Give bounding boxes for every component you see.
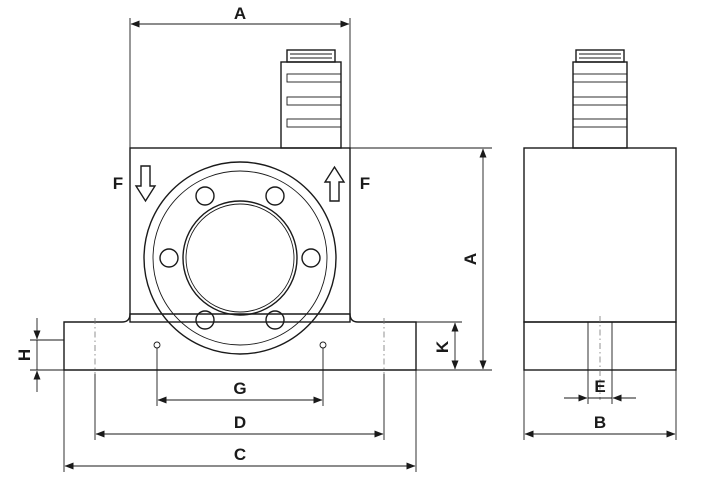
flange-ring xyxy=(143,161,337,355)
bolt-hole xyxy=(265,186,285,206)
flow-down-arrow-icon xyxy=(134,165,157,203)
label-a-side: A xyxy=(461,253,480,265)
label-b: B xyxy=(594,413,606,432)
air-fitting-side xyxy=(572,49,628,149)
label-a-top: A xyxy=(234,4,246,23)
base-mark xyxy=(319,341,327,349)
bolt-hole xyxy=(195,310,215,330)
label-f-left: F xyxy=(113,174,123,193)
air-fitting xyxy=(280,49,342,149)
fitting-top-cap xyxy=(286,49,336,63)
label-k: K xyxy=(433,340,452,353)
bolt-hole xyxy=(159,248,179,268)
side-view: E B xyxy=(523,49,677,440)
fitting-band xyxy=(572,118,628,128)
central-bore xyxy=(182,200,298,316)
label-c: C xyxy=(234,445,246,464)
label-f-right: F xyxy=(360,174,370,193)
fitting-band xyxy=(286,73,342,83)
fitting-band xyxy=(286,96,342,106)
housing-body-side xyxy=(523,147,677,323)
housing-body xyxy=(129,147,351,323)
label-h: H xyxy=(15,349,34,361)
fitting-band xyxy=(572,96,628,106)
label-e: E xyxy=(594,377,605,396)
front-view: A A K H F F G D C xyxy=(15,4,492,472)
flow-up-arrow-icon xyxy=(323,165,346,202)
bolt-hole xyxy=(195,186,215,206)
fitting-band xyxy=(286,118,342,128)
fitting-top-cap xyxy=(575,49,625,63)
base-mark xyxy=(153,341,161,349)
fitting-band xyxy=(572,73,628,83)
label-d: D xyxy=(234,413,246,432)
label-g: G xyxy=(233,379,246,398)
bolt-hole xyxy=(265,310,285,330)
bolt-hole xyxy=(301,248,321,268)
